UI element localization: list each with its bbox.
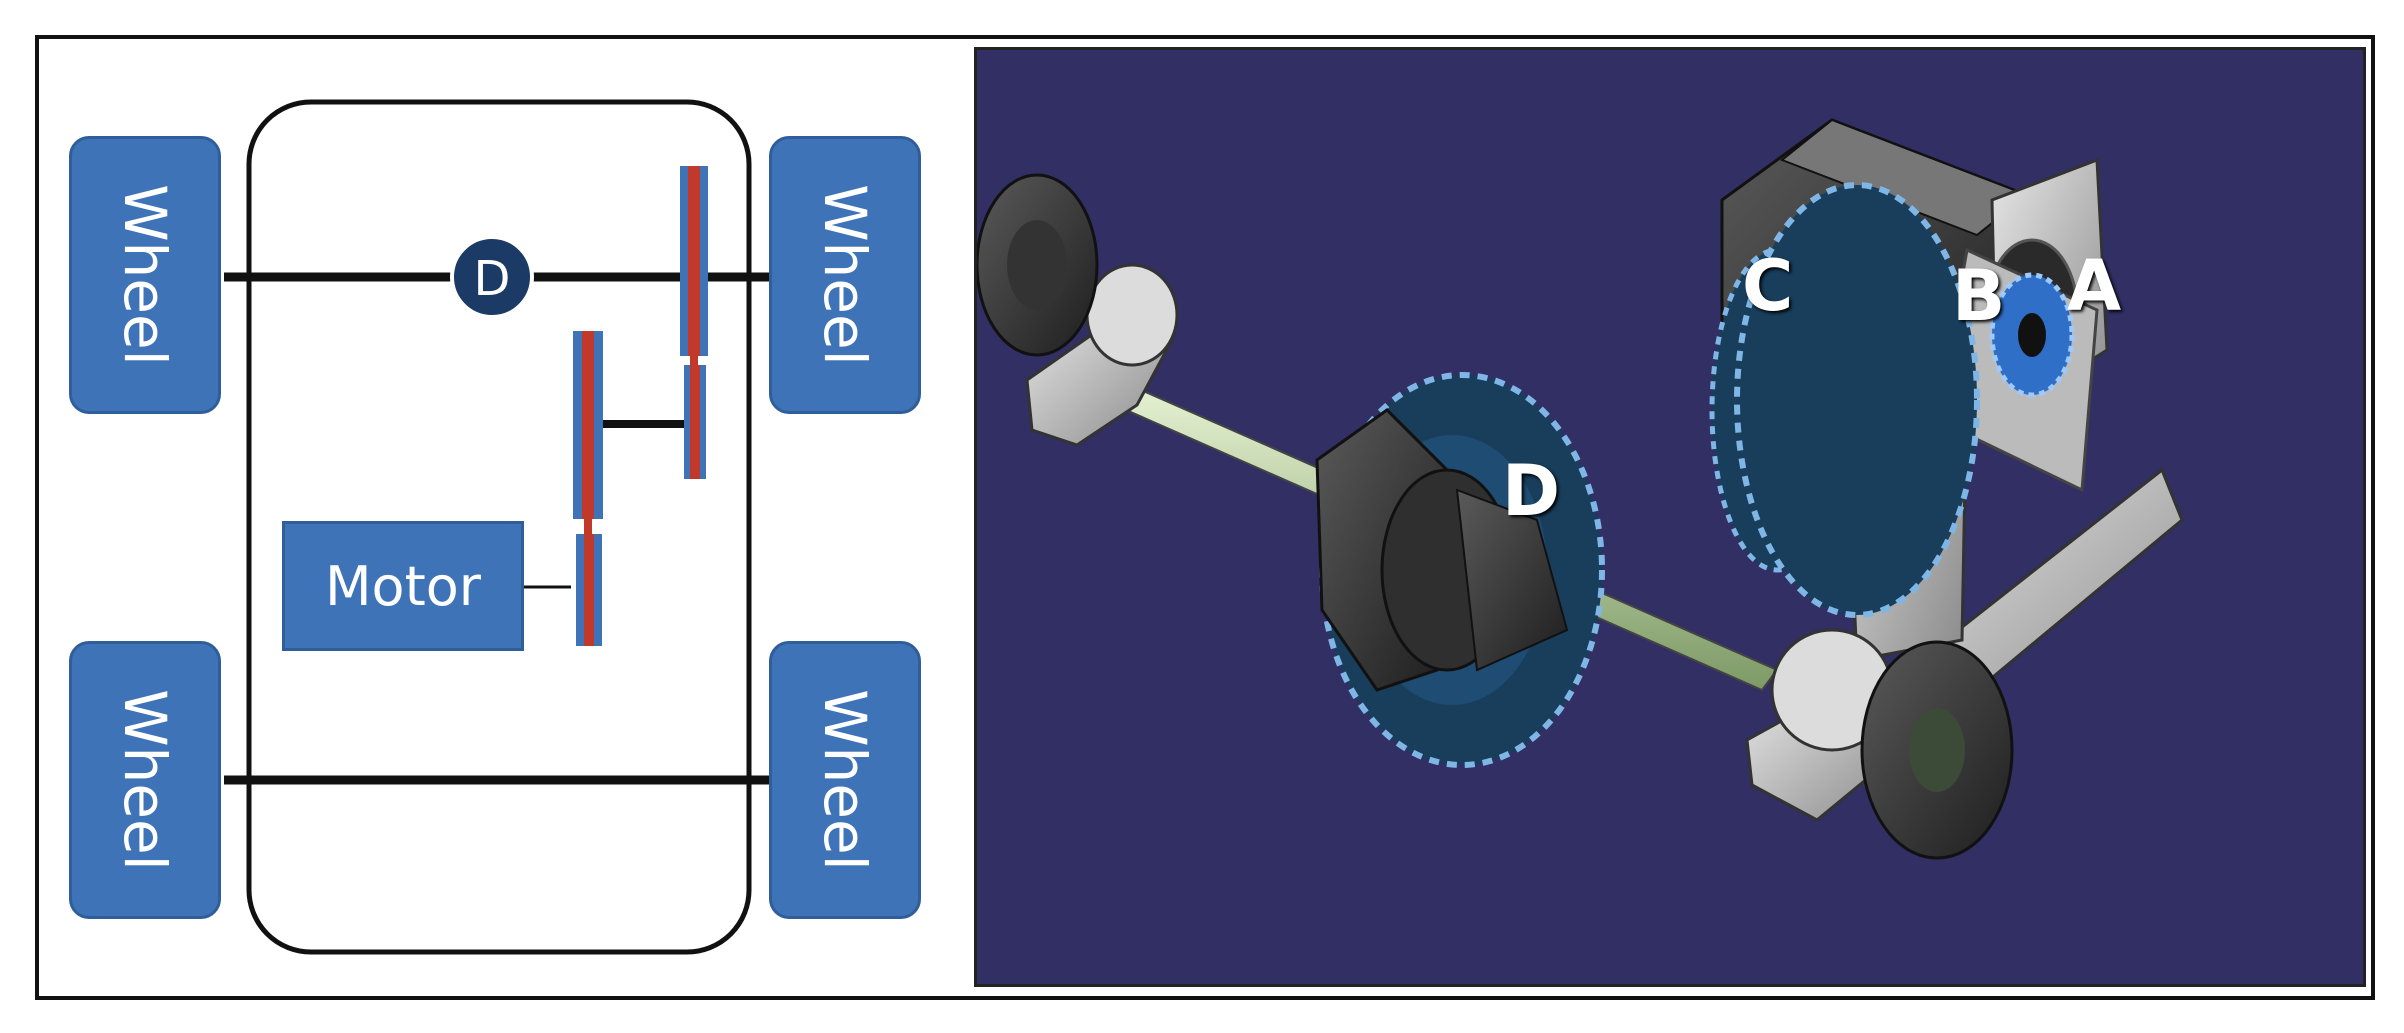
figure-frame: D Wheel Wheel Wheel Wheel Motor xyxy=(35,35,2375,1000)
differential-label: D xyxy=(474,251,511,307)
wheel-rear-right: Wheel xyxy=(769,641,921,919)
motor-label: Motor xyxy=(324,554,482,618)
gear-plate-upper-right xyxy=(680,166,708,356)
left-bearing xyxy=(977,173,1179,447)
wheel-label: Wheel xyxy=(111,689,179,871)
motor-box: Motor xyxy=(282,521,524,651)
sprocket-b xyxy=(1734,182,1980,618)
sprocket-a xyxy=(1989,272,2075,398)
wheel-front-right: Wheel xyxy=(769,136,921,414)
wheel-rear-left: Wheel xyxy=(69,641,221,919)
gear-plate-upper-left xyxy=(573,331,603,519)
differential: D xyxy=(450,235,534,319)
cad-render-drawing xyxy=(977,118,2184,860)
right-bearing xyxy=(1745,628,2014,860)
cad-render: A B C D xyxy=(974,47,2366,987)
drivetrain-schematic: D xyxy=(224,99,784,955)
gear-plate-lower-right xyxy=(684,365,706,479)
gear-label-b: B xyxy=(1952,255,2006,337)
sprocket-d xyxy=(1315,372,1605,768)
gear-label-a: A xyxy=(2067,245,2122,327)
wheel-label: Wheel xyxy=(811,689,879,871)
wheel-front-left: Wheel xyxy=(69,136,221,414)
wheel-label: Wheel xyxy=(111,184,179,366)
gear-label-c: C xyxy=(1742,245,1794,327)
chassis-outline xyxy=(246,99,752,955)
wheel-label: Wheel xyxy=(811,184,879,366)
gear-plate-lower-left xyxy=(576,534,602,646)
gear-label-d: D xyxy=(1502,450,1561,532)
